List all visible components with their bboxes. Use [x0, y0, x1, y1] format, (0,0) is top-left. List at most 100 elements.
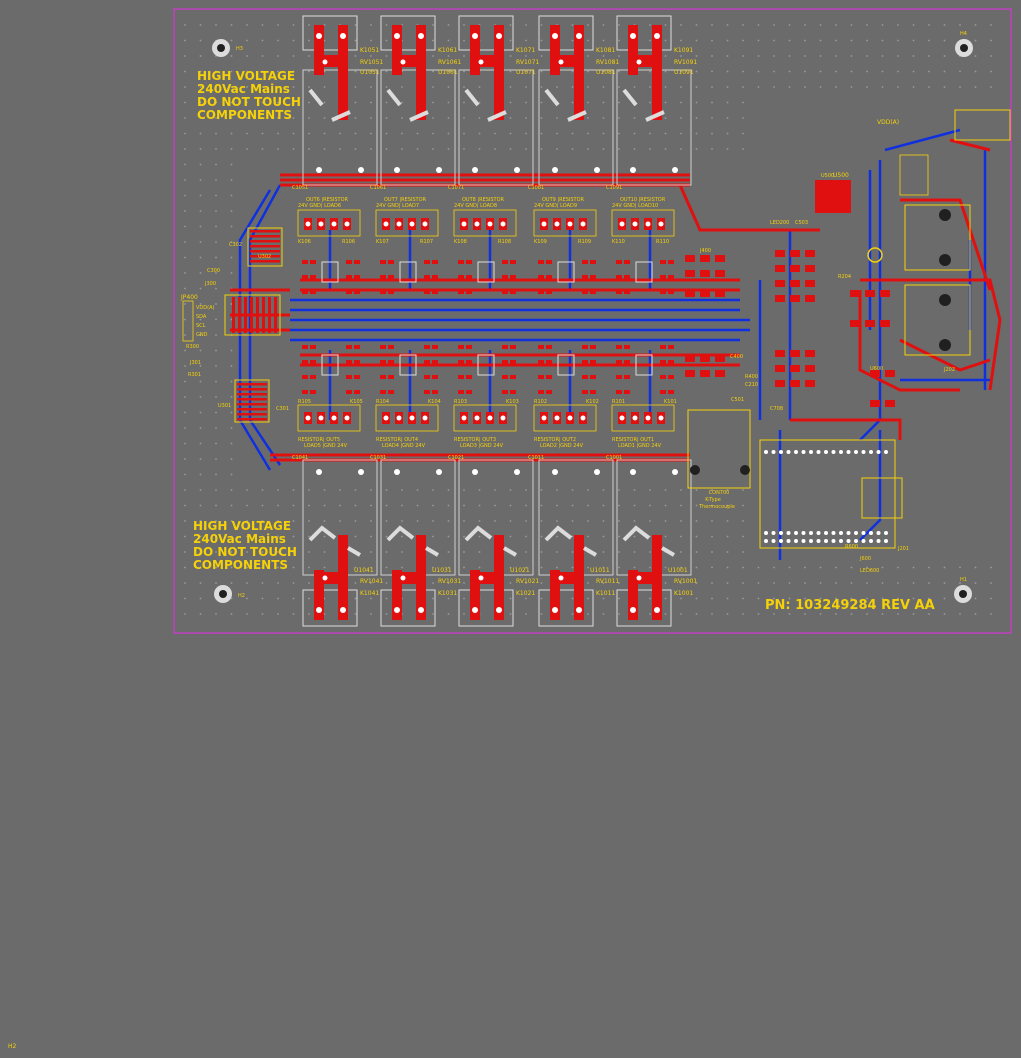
ref-j202: J202	[943, 367, 955, 373]
output-top-1-pins: 24V GND| LOAD6	[298, 203, 341, 209]
ref-j400: J400	[699, 248, 711, 254]
ic-outline	[557, 354, 575, 376]
smd-pad	[502, 290, 508, 294]
output-top-2-k: K107	[376, 239, 389, 245]
smd-pad	[775, 250, 785, 257]
smd-pad	[354, 360, 360, 364]
ic-outline	[635, 354, 653, 376]
smd-pad	[250, 240, 280, 243]
relay-bottom-4-k: K1011	[596, 590, 615, 597]
header-pin	[816, 531, 821, 535]
smd-pad	[354, 345, 360, 349]
header-pin	[831, 450, 836, 454]
output-bottom-3-k: K103	[506, 399, 519, 405]
relay-top-4-u: U1081	[596, 69, 616, 76]
smd-pad	[582, 260, 588, 264]
relay-top-2-rv: RV1061	[438, 59, 461, 66]
ic-outline	[477, 354, 495, 376]
u500-label: U500	[833, 172, 849, 179]
ic-outline	[477, 261, 495, 283]
output-top-3-pins: 24V GND| LOAD8	[454, 203, 497, 209]
smd-pad	[538, 375, 544, 379]
warning-top-line-4: COMPONENTS	[197, 108, 292, 122]
smd-pad	[668, 390, 674, 394]
smd-pad	[237, 408, 267, 411]
ref-led600: LED600	[860, 568, 879, 574]
smd-pad	[685, 370, 695, 377]
header-pin	[786, 450, 791, 454]
header-pin	[794, 539, 798, 543]
header-pin	[869, 531, 873, 535]
smd-pad	[775, 265, 785, 272]
relay-bottom-4-rv: RV1011	[596, 578, 619, 585]
smd-pad	[624, 375, 630, 379]
output-bottom-4-pins: LOAD2 |GND 24V	[540, 443, 584, 449]
output-bottom-4-r: R102	[534, 399, 547, 405]
smd-pad	[388, 390, 394, 394]
thermocouple-ref: CON700	[709, 490, 730, 496]
smd-pad	[668, 275, 674, 279]
smd-pad	[790, 295, 800, 302]
tc-hole-2	[740, 465, 750, 475]
smd-pad	[502, 390, 508, 394]
smd-pad	[624, 345, 630, 349]
relay-bottom-2-rv: RV1031	[438, 578, 461, 585]
smd-pad	[790, 250, 800, 257]
smd-pad	[775, 280, 785, 287]
output-bottom-5-k: K101	[664, 399, 677, 405]
smd-pad	[590, 360, 596, 364]
output-bottom-2-k: K104	[428, 399, 441, 405]
relay-top-3-k: K1071	[516, 47, 535, 54]
thermocouple-line2: Thermocouple	[698, 504, 735, 510]
relay-bottom-3-k: K1021	[516, 590, 535, 597]
smd-pad	[466, 260, 472, 264]
part-number: PN: 103249284 REV AA	[765, 598, 935, 613]
crystal	[867, 247, 883, 263]
smd-pad	[302, 360, 308, 364]
smd-pad	[590, 375, 596, 379]
header-pin	[854, 539, 858, 543]
relay-bottom-5-k: K1001	[674, 590, 693, 597]
smd-pad	[790, 365, 800, 372]
smd-pad	[388, 360, 394, 364]
smd-pad	[274, 297, 277, 333]
jp400-header	[182, 300, 194, 342]
header-pin	[816, 450, 821, 454]
smd-pad	[237, 388, 267, 391]
smd-pad	[775, 365, 785, 372]
relay-top-1-k: K1051	[360, 47, 379, 54]
smd-pad	[510, 375, 516, 379]
svg-text:H3: H3	[236, 46, 243, 52]
mcu-header-block	[759, 439, 896, 549]
smd-pad	[432, 345, 438, 349]
smd-pad	[424, 345, 430, 349]
ref-u600: U600	[870, 366, 883, 372]
corner-label: H2	[8, 1043, 17, 1050]
output-top-4-title: OUT9 |RESISTOR	[542, 197, 585, 203]
relay-bottom-5-c: C1001	[606, 455, 622, 461]
smd-pad	[388, 290, 394, 294]
header-pin	[809, 531, 813, 535]
smd-pad	[660, 345, 666, 349]
ref-j301: J301	[189, 360, 201, 366]
smd-pad	[380, 290, 386, 294]
header-pin	[794, 531, 798, 535]
smd-pad	[805, 295, 815, 302]
output-top-2-pins: 24V GND| LOAD7	[376, 203, 419, 209]
header-pin	[809, 450, 813, 454]
smd-pad	[466, 360, 472, 364]
smd-pad	[590, 260, 596, 264]
smd-components	[224, 227, 895, 423]
header-pin	[869, 450, 873, 454]
smd-pad	[546, 375, 552, 379]
smd-pad	[538, 260, 544, 264]
